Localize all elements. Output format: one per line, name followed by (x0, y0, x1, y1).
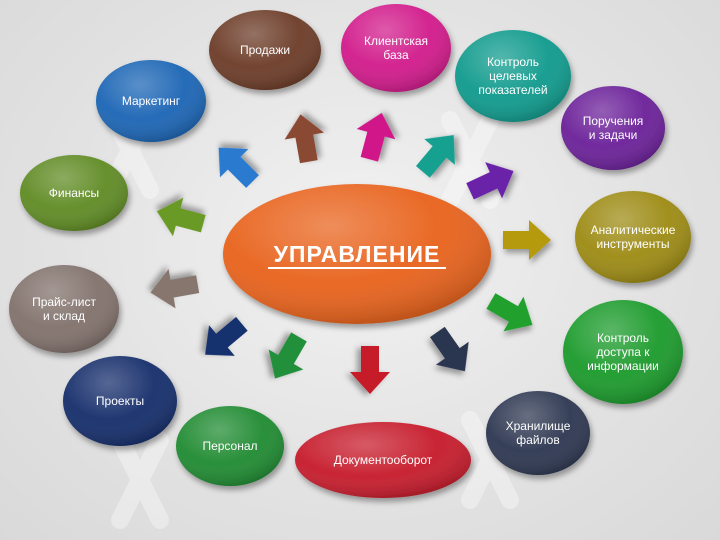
node-label-line: инструменты (597, 237, 670, 251)
node-label-line: Клиентская (364, 34, 428, 48)
arrow-to-personal (268, 332, 307, 379)
arrow-to-prodazhi (284, 114, 325, 164)
arrow-shape (284, 114, 325, 164)
node-label-line: Хранилище (506, 419, 571, 433)
node-label-line: Документооборот (334, 453, 433, 467)
arrow-to-hranilishe (430, 326, 469, 372)
arrow-shape (150, 268, 200, 309)
node-personal[interactable]: Персонал (176, 406, 284, 486)
node-ellipse-shine (563, 300, 683, 404)
node-label-line: Маркетинг (122, 94, 181, 108)
node-label-line: доступа к (596, 345, 650, 359)
node-label-line: целевых (489, 69, 537, 83)
arrow-shape (205, 316, 248, 356)
arrow-to-analitika (503, 220, 551, 260)
center-label: УПРАВЛЕНИЕ (274, 241, 441, 267)
node-label-line: Контроль (487, 55, 539, 69)
node-label-line: Продажи (240, 43, 290, 57)
arrow-to-proekty (205, 316, 248, 356)
node-ellipse-shine (295, 422, 471, 498)
arrow-to-dokumenty (350, 346, 390, 394)
node-label-line: Финансы (49, 186, 99, 200)
node-ellipse-shine (486, 391, 590, 475)
node-ellipse-shine (9, 265, 119, 353)
node-ellipse-shine (209, 10, 321, 90)
node-label-line: Поручения (583, 114, 644, 128)
node-label-line: и склад (43, 309, 85, 323)
node-ellipse-shine (561, 86, 665, 170)
arrow-shape (218, 147, 259, 188)
arrow-to-finansy (156, 197, 206, 237)
arrow-shape (486, 293, 533, 332)
arrow-to-dostup (486, 293, 533, 332)
arrow-shape (466, 162, 514, 200)
node-proekty[interactable]: Проекты (63, 356, 177, 446)
node-marketing[interactable]: Маркетинг (96, 60, 206, 142)
arrow-to-prais (150, 268, 200, 309)
arrow-layer (150, 112, 551, 394)
node-label-line: Контроль (597, 331, 649, 345)
arrow-shape (350, 346, 390, 394)
node-label-line: информации (587, 359, 659, 373)
node-label-line: Аналитические (591, 223, 676, 237)
node-ellipse-shine (455, 30, 571, 122)
arrow-shape (415, 135, 455, 178)
center-node[interactable]: УПРАВЛЕНИЕ (223, 184, 491, 324)
arrow-to-marketing (218, 147, 259, 188)
arrow-shape (503, 220, 551, 260)
node-ellipse-shine (20, 155, 128, 231)
arrow-shape (430, 326, 469, 372)
node-label-line: и задачи (589, 128, 638, 142)
node-prodazhi[interactable]: Продажи (209, 10, 321, 90)
node-ellipse-shine (63, 356, 177, 446)
arrow-shape (356, 112, 396, 162)
node-dokumenty[interactable]: Документооборот (295, 422, 471, 498)
node-ellipse-shine (575, 191, 691, 283)
node-label-line: Персонал (202, 439, 257, 453)
arrow-to-porucheniya (466, 162, 514, 200)
center-ellipse-shine (223, 184, 491, 324)
arrow-to-kpi (415, 135, 455, 178)
node-finansy[interactable]: Финансы (20, 155, 128, 231)
node-label-line: показателей (478, 83, 547, 97)
arrow-shape (268, 332, 307, 379)
node-ellipse-shine (341, 4, 451, 92)
arrow-shape (156, 197, 206, 237)
node-ellipse-shine (96, 60, 206, 142)
node-label-line: Проекты (96, 394, 144, 408)
node-ellipse-shine (176, 406, 284, 486)
node-label-line: база (383, 48, 409, 62)
node-label-line: файлов (516, 433, 559, 447)
node-label-line: Прайс-лист (32, 295, 96, 309)
arrow-to-klienty (356, 112, 396, 162)
